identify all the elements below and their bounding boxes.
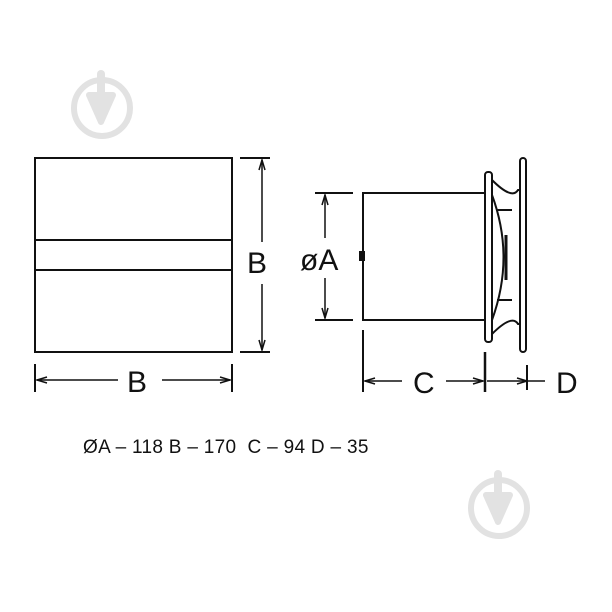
fan-flange	[484, 171, 493, 343]
front-width-label: B	[127, 366, 147, 399]
diameter-label: øA	[300, 244, 338, 277]
side-view	[315, 157, 545, 392]
front-panel	[34, 157, 233, 353]
front-height-label: B	[247, 247, 267, 280]
depth-label-c: C	[413, 367, 435, 400]
duct-body	[362, 192, 486, 321]
flange-label-d: D	[556, 367, 578, 400]
watermark-icon	[71, 70, 133, 139]
duct-latch	[359, 251, 365, 261]
back-cover	[519, 157, 527, 353]
front-view	[34, 157, 270, 392]
watermark-icon	[468, 470, 530, 539]
specifications-text: ØA – 118 B – 170 C – 94 D – 35	[83, 437, 369, 458]
